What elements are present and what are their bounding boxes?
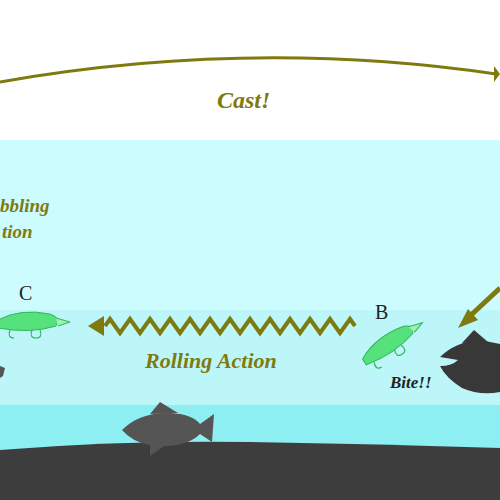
cast-arrowhead (494, 66, 500, 82)
wobbling-label: bbling (0, 196, 50, 215)
water-middle (0, 310, 500, 405)
lure-b (358, 315, 431, 373)
small-fish (122, 413, 214, 456)
lure-letter: B (375, 302, 388, 322)
small-fish-fin (150, 402, 178, 414)
approach-arrowhead (458, 309, 478, 328)
water-top (0, 140, 500, 310)
cast-arc (0, 58, 496, 82)
rolling-arrowhead (88, 316, 104, 336)
bite-label: Bite!! (390, 374, 432, 391)
cast-label: Cast! (217, 88, 270, 112)
bass-fin (462, 330, 488, 343)
lure-c (0, 312, 70, 338)
rolling-label: Rolling Action (145, 350, 277, 372)
lake-bed (0, 442, 500, 500)
rolling-wave (105, 319, 355, 333)
approach-arrow (470, 288, 500, 316)
bass-biting (440, 340, 500, 393)
edge-fish (0, 366, 5, 378)
wobbling-label: tion (2, 222, 33, 241)
lure-letter: C (19, 283, 32, 303)
